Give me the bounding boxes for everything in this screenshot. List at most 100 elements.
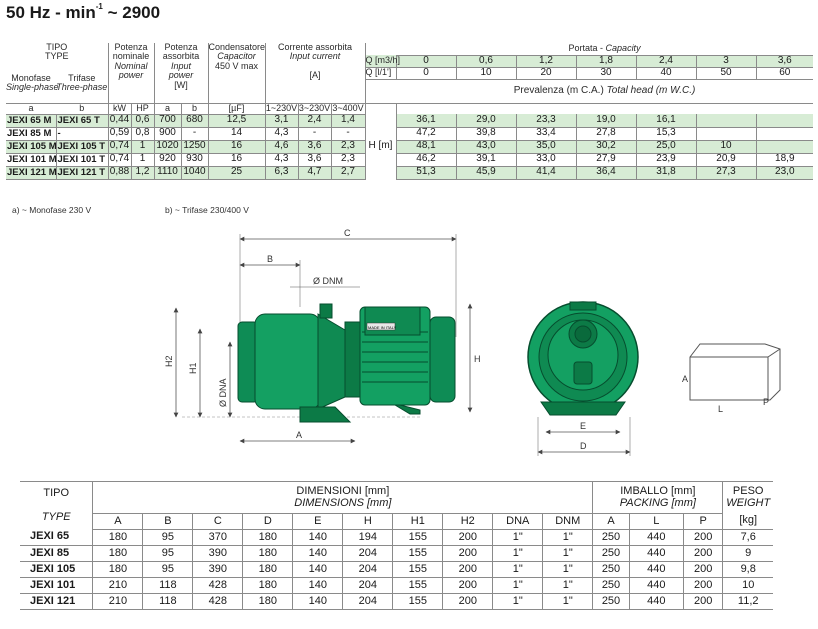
head-value: 46,2 (395, 153, 456, 167)
dims-value: 1" (542, 529, 593, 546)
dims-model-name: JEXI 65 (20, 529, 93, 546)
dims-value: 200 (442, 545, 493, 562)
model-tri: JEXI 101 T (55, 153, 108, 167)
dims-model-name: JEXI 101 (20, 577, 93, 594)
dims-tipo: TIPO (43, 487, 70, 500)
head-value: 27,8 (575, 127, 636, 141)
col-uf: [µF] (207, 103, 265, 115)
current-3ph230-value: 4,7 (297, 166, 331, 180)
potenza-l1: Potenza (114, 42, 148, 52)
model-tri: - (55, 127, 108, 141)
model-tri: JEXI 105 T (55, 140, 108, 154)
dims-value: 428 (192, 577, 243, 594)
dims-col-header: D (242, 513, 293, 530)
col-v1: 1~230V (264, 102, 298, 115)
dims-value: 200 (442, 561, 493, 578)
dim-DNA-label: Ø DNA (218, 378, 228, 407)
head-value: 33,0 (515, 153, 576, 167)
capacitor-value: 16 (207, 153, 265, 167)
capacity-label: Capacity (605, 43, 641, 54)
dims-value: 1" (492, 529, 543, 546)
portata-header: Portata - Capacity (396, 43, 814, 56)
pa-l5: [W] (174, 79, 188, 90)
col-v2: 3~230V (297, 102, 331, 115)
dims-value: 390 (192, 561, 243, 578)
head-value: 27,3 (695, 166, 756, 180)
dims-value: 180 (242, 577, 293, 594)
current-3ph400-value: 2,3 (330, 140, 365, 154)
kw-value: 0,88 (107, 166, 131, 180)
q-lmin-value: 40 (635, 67, 696, 80)
head-value: 27,9 (575, 153, 636, 167)
q-m3h-value: 3,6 (755, 55, 814, 68)
pack-value: 440 (628, 593, 684, 610)
model-tri: JEXI 121 T (55, 166, 108, 180)
q-m3h-value: 0,6 (455, 55, 516, 68)
current-3ph230-value: 2,4 (297, 114, 331, 128)
plate-text: MADE IN ITALY (368, 325, 397, 330)
tipo-label: TIPO (46, 42, 68, 52)
dims-packing: PACKING [mm] (619, 496, 696, 509)
dims-value: 210 (92, 577, 143, 594)
corr-l2: Input current (289, 51, 341, 62)
head-value (755, 114, 814, 128)
current-3ph230-value: - (297, 127, 331, 141)
power-a-value: 920 (153, 153, 181, 167)
dims-value: 180 (242, 529, 293, 546)
pack-value: 200 (682, 545, 723, 562)
dims-value: 1" (492, 577, 543, 594)
dims-value: 180 (92, 545, 143, 562)
head-value: 19,0 (575, 114, 636, 128)
pack-value: 250 (592, 593, 630, 610)
head-value: 39,8 (455, 127, 516, 141)
dims-col-header: C (192, 513, 243, 530)
current-1ph-value: 4,3 (264, 153, 298, 167)
model-mono: JEXI 85 M (6, 127, 56, 141)
head-value (755, 127, 814, 141)
pack-col-header: L (628, 513, 684, 530)
dims-value: 1" (542, 561, 593, 578)
dims-value: 140 (292, 593, 343, 610)
pa-l2: assorbita (162, 51, 200, 62)
dims-value: 1" (542, 577, 593, 594)
model-mono: JEXI 105 M (6, 140, 57, 154)
dims-col-header: H1 (392, 513, 443, 530)
pack-value: 440 (628, 545, 684, 562)
pack-value: 250 (592, 561, 630, 578)
dims-value: 95 (142, 529, 193, 546)
dims-value: 1" (492, 545, 543, 562)
power-b-value: 930 (180, 153, 208, 167)
col-v3: 3~400V (330, 102, 365, 115)
dims-value: 140 (292, 561, 343, 578)
dims-col-header: H (342, 513, 393, 530)
dims-model-name: JEXI 85 (20, 545, 93, 562)
pack-value: 250 (592, 545, 630, 562)
dims-value: 140 (292, 529, 343, 546)
title-suffix: ~ 2900 (102, 3, 161, 22)
pack-col-header: A (592, 513, 630, 530)
dim-A-label: A (296, 430, 302, 440)
hp-value: 1 (130, 140, 154, 154)
head-value: 23,9 (635, 153, 696, 167)
dims-peso: PESO (732, 485, 764, 498)
current-3ph230-value: 3,6 (297, 153, 331, 167)
dims-value: 1" (492, 561, 543, 578)
head-value: 36,1 (395, 114, 456, 128)
pack-value: 200 (682, 577, 723, 594)
head-value: 25,0 (635, 140, 696, 154)
dims-value: 1" (492, 593, 543, 610)
dims-value: 95 (142, 545, 193, 562)
pump-side-view: C B Ø DNM H2 H1 Ø DNA H A MADE IN ITALY (164, 228, 481, 444)
dims-value: 370 (192, 529, 243, 546)
dims-value: 180 (242, 593, 293, 610)
power-b-value: 680 (180, 114, 208, 128)
dims-value: 204 (342, 577, 393, 594)
